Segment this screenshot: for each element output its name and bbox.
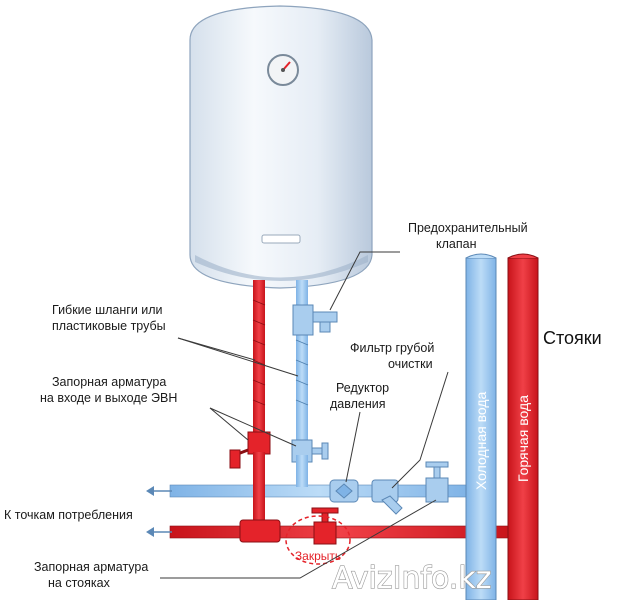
- water-heater-tank: [189, 5, 373, 289]
- cold-water-riser: [465, 253, 497, 600]
- hoses-label: Гибкие шланги или пластиковые трубы: [52, 303, 299, 377]
- cold-water-riser-label: Холодная вода: [473, 391, 489, 490]
- safety-valve-label-line2: клапан: [436, 237, 477, 251]
- safety-valve-icon: [292, 304, 338, 336]
- close-marker-label: Закрыть: [295, 549, 341, 563]
- heater-outlet-valve-icon: [229, 431, 271, 469]
- tank-label-plate: [261, 234, 301, 244]
- watermark-text: AvizInfo.kz: [332, 561, 492, 596]
- hot-outlet-hose: [252, 280, 266, 440]
- reducer-label-line1: Редуктор: [336, 381, 389, 395]
- riser-hot-valve-icon: [311, 507, 339, 545]
- thermometer-dial-icon: [267, 54, 299, 86]
- hoses-label-line1: Гибкие шланги или: [52, 303, 163, 317]
- heater-valves-label: Запорная арматура на входе и выходе ЭВН: [40, 375, 297, 447]
- safety-valve-label-line1: Предохранительный: [408, 221, 528, 235]
- close-marker-circle: [285, 515, 351, 565]
- cold-consumer-arrow-icon: [146, 486, 172, 496]
- pressure-reducer-icon: [329, 479, 359, 503]
- filter-label: Фильтр грубой очистки: [350, 341, 449, 489]
- riser-valves-label-line1: Запорная арматура: [34, 560, 148, 574]
- heater-valves-label-line1: Запорная арматура: [52, 375, 166, 389]
- hoses-label-line2: пластиковые трубы: [52, 319, 166, 333]
- reducer-label: Редуктор давления: [330, 381, 389, 483]
- hot-water-riser-label: Горячая вода: [515, 395, 531, 482]
- consumers-label: К точкам потребления: [4, 508, 133, 522]
- riser-valves-label-line2: на стояках: [48, 576, 111, 590]
- filter-label-line2: очистки: [388, 357, 433, 371]
- cold-distribution-pipe: [169, 455, 469, 498]
- reducer-label-line2: давления: [330, 397, 386, 411]
- riser-valves-label: Запорная арматура на стояках: [34, 499, 437, 590]
- hot-water-riser: [507, 253, 539, 600]
- hot-consumer-arrow-icon: [146, 527, 172, 537]
- heater-valves-label-line2: на входе и выходе ЭВН: [40, 391, 177, 405]
- risers-label: Стояки: [543, 328, 602, 348]
- riser-cold-valve-icon: [425, 461, 449, 503]
- filter-label-line1: Фильтр грубой: [350, 341, 434, 355]
- coarse-filter-icon: [371, 479, 403, 515]
- safety-valve-label: Предохранительный клапан: [329, 221, 528, 311]
